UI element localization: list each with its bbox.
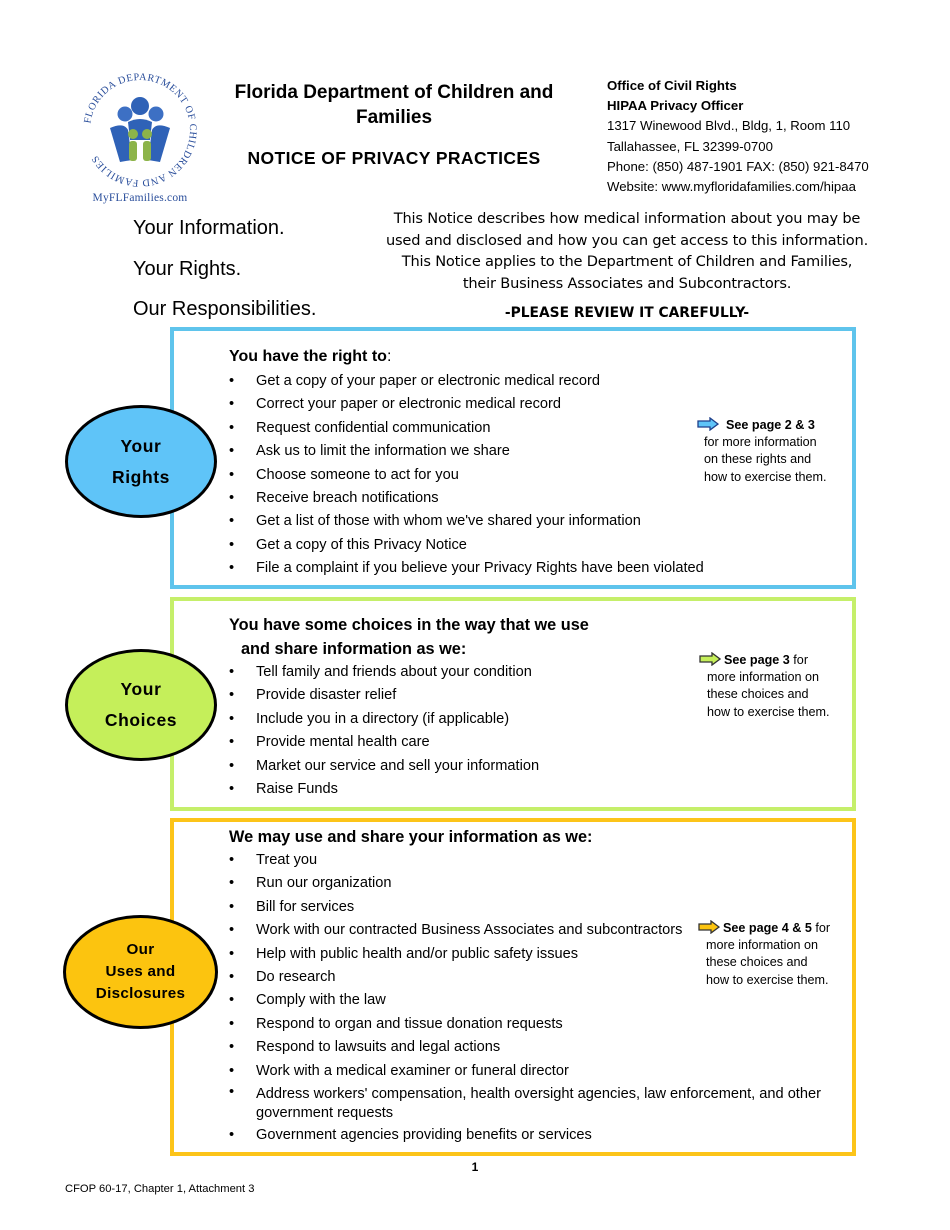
see-page-for: for — [811, 921, 831, 935]
oval-label: Choices — [104, 710, 178, 730]
list-item: Comply with the law — [229, 989, 839, 1013]
arrow-right-icon — [697, 417, 719, 431]
list-item: Work with our contracted Business Associ… — [229, 919, 839, 943]
your-choices-oval: Your Choices — [65, 649, 217, 761]
list-item: Work with a medical examiner or funeral … — [229, 1060, 839, 1084]
rights-heading-text: You have the right to — [229, 348, 387, 365]
notice-line: This Notice applies to the Department of… — [401, 253, 853, 271]
list-item: Do research — [229, 966, 839, 990]
choices-see-page: See page 3 for more information on these… — [699, 652, 849, 721]
see-page-line: these choices and — [707, 687, 809, 702]
office-website[interactable]: Website: www.myfloridafamilies.com/hipaa — [607, 179, 856, 195]
choices-heading-line: You have some choices in the way that we… — [229, 616, 589, 634]
uses-heading: We may use and share your information as… — [229, 828, 593, 846]
oval-label: Your — [120, 679, 162, 699]
doc-title: NOTICE OF PRIVACY PRACTICES — [247, 148, 541, 168]
list-item: File a complaint if you believe your Pri… — [229, 557, 704, 581]
list-item: Market our service and sell your informa… — [229, 755, 539, 779]
logo-caption: MyFLFamilies.com — [92, 192, 188, 204]
list-item: Get a list of those with whom we've shar… — [229, 510, 704, 534]
office-officer: HIPAA Privacy Officer — [607, 98, 744, 114]
list-item: Raise Funds — [229, 778, 539, 802]
choices-list: Tell family and friends about your condi… — [229, 661, 539, 802]
list-item: Ask us to limit the information we share — [229, 440, 704, 464]
page-number: 1 — [471, 1160, 479, 1174]
oval-label: Rights — [111, 466, 171, 487]
notice-line: their Business Associates and Subcontrac… — [462, 275, 792, 293]
notice-line: used and disclosed and how you can get a… — [385, 231, 869, 249]
office-name: Office of Civil Rights — [607, 78, 737, 93]
list-item: Receive breach notifications — [229, 487, 704, 511]
office-city: Tallahassee, FL 32399-0700 — [607, 138, 773, 154]
arrow-right-icon — [699, 652, 721, 666]
list-item: Treat you — [229, 849, 839, 873]
list-item: Respond to lawsuits and legal actions — [229, 1036, 839, 1060]
oval-label: Our — [126, 941, 155, 958]
see-page-for: for — [789, 653, 809, 667]
rights-list: Get a copy of your paper or electronic m… — [229, 370, 704, 581]
see-page-line: how to exercise them. — [707, 704, 830, 719]
arrow-right-icon — [698, 920, 720, 934]
oval-label: Disclosures — [95, 985, 186, 1002]
list-item: Respond to organ and tissue donation req… — [229, 1013, 839, 1037]
see-page-line: more information on — [707, 670, 819, 685]
rights-heading-colon: : — [386, 348, 392, 365]
list-item: Provide mental health care — [229, 731, 539, 755]
office-contact-block: Office of Civil Rights HIPAA Privacy Off… — [607, 76, 907, 197]
uses-see-page: See page 4 & 5 for more information on t… — [698, 920, 848, 989]
list-item: Run our organization — [229, 872, 839, 896]
tagline-rights: Your Rights. — [133, 258, 242, 280]
oval-label: Uses and — [105, 963, 176, 980]
list-item: Bill for services — [229, 896, 839, 920]
list-item: Correct your paper or electronic medical… — [229, 393, 704, 417]
your-rights-oval: Your Rights — [65, 405, 217, 518]
dcf-logo: FLORIDA DEPARTMENT OF CHILDREN AND FAMIL… — [76, 70, 204, 208]
list-item: Get a copy of this Privacy Notice — [229, 534, 704, 558]
see-page-line: how to exercise them. — [706, 972, 829, 987]
list-item: Government agencies providing benefits o… — [229, 1124, 839, 1148]
see-page-line: more information on — [706, 938, 818, 953]
see-page-line: how to exercise them. — [704, 469, 827, 484]
see-page-lead: See page 4 & 5 — [723, 921, 812, 935]
tagline-responsibilities: Our Responsibilities. — [133, 298, 317, 320]
see-page-lead: See page 3 — [724, 653, 790, 667]
uses-list: Treat you Run our organization Bill for … — [229, 849, 839, 1148]
oval-label: Your — [120, 435, 162, 456]
list-item: Address workers' compensation, health ov… — [229, 1083, 839, 1124]
list-item: Provide disaster relief — [229, 684, 539, 708]
choices-heading: You have some choices in the way that we… — [229, 613, 589, 661]
notice-description: This Notice describes how medical inform… — [372, 208, 882, 295]
choices-heading-line: and share information as we: — [241, 640, 467, 658]
document-reference: CFOP 60-17, Chapter 1, Attachment 3 — [65, 1183, 255, 1195]
office-address: 1317 Winewood Blvd., Bldg, 1, Room 110 — [607, 118, 851, 134]
see-page-line: on these rights and — [704, 452, 812, 467]
notice-line: This Notice describes how medical inform… — [393, 210, 861, 227]
uses-disclosures-oval: Our Uses and Disclosures — [63, 915, 218, 1029]
org-title: Florida Department of Children and Famil… — [234, 82, 554, 128]
dcf-logo-icon: FLORIDA DEPARTMENT OF CHILDREN AND FAMIL… — [82, 72, 197, 188]
see-page-line: these choices and — [706, 955, 808, 970]
see-page-lead: See page 2 & 3 — [726, 418, 815, 432]
see-page-line: for more information — [704, 435, 817, 450]
list-item: Choose someone to act for you — [229, 464, 704, 488]
list-item: Help with public health and/or public sa… — [229, 943, 839, 967]
rights-heading: You have the right to: — [229, 345, 391, 369]
review-carefully: -PLEASE REVIEW IT CAREFULLY- — [504, 305, 750, 321]
rights-see-page: See page 2 & 3 for more information on t… — [697, 417, 847, 486]
list-item: Request confidential communication — [229, 417, 704, 441]
office-phone: Phone: (850) 487-1901 FAX: (850) 921-847… — [607, 158, 869, 174]
list-item: Tell family and friends about your condi… — [229, 661, 539, 685]
tagline-information: Your Information. — [133, 217, 285, 239]
list-item: Include you in a directory (if applicabl… — [229, 708, 539, 732]
list-item: Get a copy of your paper or electronic m… — [229, 370, 704, 394]
